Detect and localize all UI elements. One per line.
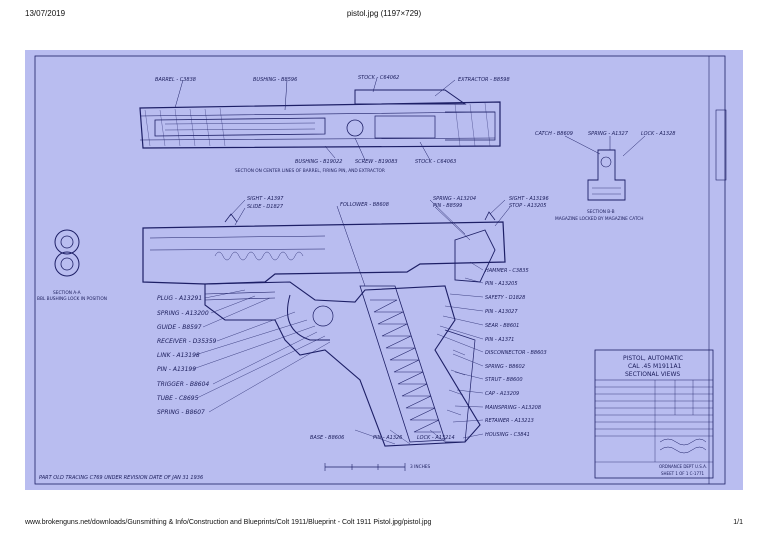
- sheet-number: SHEET 1 OF 1 C-1771: [661, 471, 705, 476]
- label-stop: STOP - A13205: [509, 203, 547, 209]
- drawing-border: [34, 55, 726, 485]
- blueprint-image: BARREL - C3838 BUSHING - B8596 STOCK - C…: [25, 50, 743, 490]
- ordnance-stamp: ORDNANCE DEPT U.S.A.: [659, 464, 707, 469]
- left-label: TRIGGER - B8604: [157, 381, 209, 388]
- left-label: LINK - A13198: [157, 352, 200, 359]
- label-slide: SLIDE - D1827: [247, 204, 284, 210]
- right-label: DISCONNECTOR - B8603: [485, 350, 547, 356]
- scale-bar: [324, 463, 406, 471]
- right-labels: HAMMER - C3835 PIN - A13205 SAFETY - D18…: [485, 268, 547, 438]
- top-section-caption: SECTION ON CENTER LINES OF BARREL, FIRIN…: [235, 168, 385, 174]
- right-label: SAFETY - D1828: [485, 295, 525, 301]
- label-base-pin: PIN - A1326: [373, 435, 402, 441]
- page-number: 1/1: [733, 519, 743, 526]
- right-label: SPRING - B8602: [485, 364, 525, 370]
- title-line-3: SECTIONAL VIEWS: [625, 371, 680, 378]
- label-spring-right: SPRING - A13204: [433, 196, 476, 202]
- left-label: PLUG - A13291: [157, 295, 202, 302]
- label-bushing: BUSHING - B8596: [253, 77, 297, 83]
- right-label: MAINSPRING - A13208: [485, 405, 541, 411]
- label-base-lock: LOCK - A13214: [417, 435, 455, 441]
- label-follower: FOLLOWER - B8608: [340, 202, 389, 208]
- left-label: PIN - A13199: [157, 366, 196, 373]
- right-label: SEAR - B8601: [485, 323, 519, 329]
- left-label: TUBE - C8695: [157, 395, 199, 402]
- right-label: HAMMER - C3835: [485, 268, 529, 274]
- section-aa-view: [54, 229, 80, 277]
- label-screw: SCREW - B19083: [355, 159, 398, 165]
- margin-stamp: [715, 109, 727, 181]
- left-label: SPRING - A13200: [157, 310, 209, 317]
- right-label: CAP - A13209: [485, 391, 519, 397]
- left-leader-lines: [192, 289, 331, 413]
- label-sight-right: SIGHT - A13196: [509, 196, 549, 202]
- source-url: www.brokenguns.net/downloads/Gunsmithing…: [25, 519, 432, 526]
- label-sight-left: SIGHT - A1397: [247, 196, 284, 202]
- catch-leader-lines: [564, 135, 646, 157]
- right-label: HOUSING - C3841: [485, 432, 530, 438]
- scale-label: 3 INCHES: [410, 464, 431, 470]
- left-labels: PLUG - A13291 SPRING - A13200 GUIDE - B8…: [157, 295, 217, 416]
- top-section-view: [139, 89, 501, 149]
- label-pin-right: PIN - B8599: [433, 203, 462, 209]
- right-label: PIN - A13205: [485, 281, 518, 287]
- label-bushing2: BUSHING - B19022: [295, 159, 342, 165]
- right-label: RETAINER - A13213: [485, 418, 534, 424]
- label-stock-top: STOCK - C64062: [358, 75, 399, 81]
- left-label: SPRING - B8607: [157, 409, 205, 416]
- revision-note: PART OLD TRACING C769 UNDER REVISION DAT…: [39, 475, 203, 481]
- label-catch: CATCH - B8609: [535, 131, 573, 137]
- left-label: GUIDE - B8597: [157, 324, 202, 331]
- title-block: [594, 349, 714, 479]
- label-catch-spring: SPRING - A1327: [588, 131, 629, 137]
- title-line-1: PISTOL, AUTOMATIC: [623, 355, 683, 362]
- label-extractor: EXTRACTOR - B8598: [458, 77, 510, 83]
- blueprint-drawing: BARREL - C3838 BUSHING - B8596 STOCK - C…: [34, 55, 727, 485]
- right-label: PIN - A1371: [485, 337, 514, 343]
- label-base: BASE - B8606: [310, 435, 344, 441]
- label-stock-bottom: STOCK - C64063: [415, 159, 456, 165]
- document-title: pistol.jpg (1197×729): [346, 9, 422, 18]
- right-label: STRUT - B8600: [485, 377, 523, 383]
- section-aa-title: SECTION A-A: [53, 290, 81, 296]
- section-bb-view: [587, 149, 626, 201]
- label-barrel: BARREL - C3838: [155, 77, 196, 83]
- right-label: PIN - A13027: [485, 309, 518, 315]
- main-pistol-view: [142, 211, 506, 447]
- right-leader-lines: [436, 261, 484, 439]
- bottom-leader-lines: [354, 429, 446, 445]
- section-aa-note: BBL BUSHING LOCK IN POSITION: [37, 296, 107, 302]
- section-bb-title: SECTION B-B: [587, 209, 615, 215]
- title-line-2: CAL .45 M1911A1: [628, 363, 682, 370]
- section-bb-note: MAGAZINE LOCKED BY MAGAZINE CATCH: [555, 216, 643, 222]
- upper-leader-lines: [229, 199, 511, 287]
- left-label: RECEIVER - D35359: [157, 338, 217, 345]
- label-lock: LOCK - A1328: [641, 131, 675, 137]
- print-date: 13/07/2019: [25, 9, 66, 18]
- top-leader-lines: [174, 77, 456, 161]
